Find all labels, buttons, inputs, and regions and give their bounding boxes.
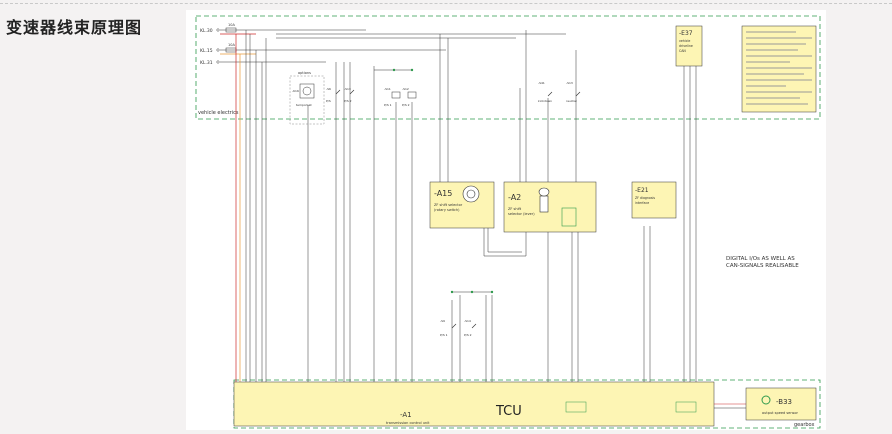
svg-text:10A: 10A <box>228 43 235 47</box>
svg-text:-A15: -A15 <box>434 189 452 198</box>
svg-text:P/S 1: P/S 1 <box>440 333 448 337</box>
e37-can-box: -E37 vehicle driveline CAN <box>675 25 703 67</box>
svg-text:-B33: -B33 <box>776 398 792 406</box>
tempomat-device: -K16 tempomat <box>292 83 315 107</box>
svg-text:KL.15: KL.15 <box>200 48 213 54</box>
tcu-ref: -A1 <box>400 411 412 419</box>
fuse-kl15: KL.15 10A <box>200 43 237 54</box>
a15-rotary-selector: -A15 ZF shift selector (rotary switch) <box>429 181 495 229</box>
svg-text:vehicle: vehicle <box>679 39 690 43</box>
vehicle-electrics-zone <box>195 15 821 120</box>
svg-text:P/S 2: P/S 2 <box>344 99 352 103</box>
svg-text:CAN-SIGNALS REALISABLE: CAN-SIGNALS REALISABLE <box>726 263 799 269</box>
svg-text:-E37: -E37 <box>679 30 693 37</box>
a2-lever-selector: -A2 ZF shift selector (lever) <box>503 181 597 233</box>
switch-s13: -S13 P/S 2 <box>344 87 355 103</box>
svg-text:interface: interface <box>635 201 649 205</box>
svg-text:selector (lever): selector (lever) <box>508 212 535 216</box>
fuse-kl30: KL.30 10A <box>200 23 237 34</box>
options-box <box>289 75 325 125</box>
supply-rails <box>220 29 566 63</box>
svg-text:driveline: driveline <box>679 44 693 48</box>
svg-text:-S14: -S14 <box>464 319 471 323</box>
spec-note-panel <box>741 25 817 113</box>
b33-output-speed-sensor: -B33 output speed sensor <box>714 387 817 421</box>
svg-text:-A2: -A2 <box>508 193 521 202</box>
svg-text:neutral: neutral <box>566 99 577 103</box>
svg-text:-S12: -S12 <box>402 87 409 91</box>
tcu-title: TCU <box>495 404 522 419</box>
fuse-kl31: KL.31 <box>200 60 220 66</box>
svg-text:output speed sensor: output speed sensor <box>762 411 799 415</box>
switch-s9: -S9 P/S 1 <box>440 319 457 337</box>
svg-text:-S9: -S9 <box>440 319 445 323</box>
lower-switch-bus <box>450 290 494 294</box>
vertical-wires <box>235 30 697 385</box>
tcu-desc: transmission control unit <box>386 421 430 425</box>
svg-text:tempomat: tempomat <box>296 103 312 107</box>
svg-text:P/S 2: P/S 2 <box>402 103 410 107</box>
vehicle-electrics-label: vehicle electrics <box>198 110 239 116</box>
switch-s6: -S6 P/S <box>326 87 341 103</box>
svg-text:P/S 1: P/S 1 <box>384 103 392 107</box>
svg-text:DIGITAL I/Os AS WELL AS: DIGITAL I/Os AS WELL AS <box>726 256 795 262</box>
svg-text:CAN: CAN <box>679 49 686 53</box>
relay-s12: -S12 P/S 2 <box>402 87 417 107</box>
selector-loop-wires <box>483 228 527 257</box>
svg-text:-S11: -S11 <box>384 87 391 91</box>
svg-text:KL.30: KL.30 <box>200 28 213 34</box>
svg-text:KL.31: KL.31 <box>200 60 213 66</box>
svg-text:-S6: -S6 <box>326 87 331 91</box>
svg-text:P/S 2: P/S 2 <box>464 333 472 337</box>
svg-text:-S13: -S13 <box>344 87 351 91</box>
svg-text:-E21: -E21 <box>635 187 649 194</box>
gearbox-label: gearbox <box>794 422 814 428</box>
realisable-note: DIGITAL I/Os AS WELL AS CAN-SIGNALS REAL… <box>726 256 799 269</box>
svg-text:P/S: P/S <box>326 99 331 103</box>
svg-text:ZF shift selector: ZF shift selector <box>434 203 463 207</box>
relay-s11: -S11 P/S 1 <box>374 68 414 107</box>
page-title: 变速器线束原理图 <box>6 18 143 37</box>
svg-text:kickdown: kickdown <box>538 99 552 103</box>
svg-text:10A: 10A <box>228 23 235 27</box>
wiring-schematic: vehicle electrics gearbox KL.30 10A KL.1… <box>195 15 821 429</box>
schematic-sheet: vehicle electrics gearbox KL.30 10A KL.1… <box>186 10 826 430</box>
svg-text:-K16: -K16 <box>292 89 299 93</box>
top-separator <box>0 3 892 4</box>
svg-text:-S13: -S13 <box>566 81 573 85</box>
tcu-box: TCU -A1 transmission control unit <box>233 381 715 427</box>
switch-neutral: -S13 neutral <box>566 81 581 103</box>
svg-text:-S41: -S41 <box>538 81 545 85</box>
options-label: options <box>298 71 311 75</box>
switch-s14: -S14 P/S 2 <box>464 319 477 337</box>
svg-text:(rotary switch): (rotary switch) <box>434 208 460 212</box>
svg-text:ZF diagnosis: ZF diagnosis <box>635 196 655 200</box>
svg-text:ZF shift: ZF shift <box>508 207 522 211</box>
switch-kickdown: -S41 kickdown <box>538 81 553 103</box>
e21-diagnosis-interface: -E21 ZF diagnosis interface <box>631 181 677 219</box>
